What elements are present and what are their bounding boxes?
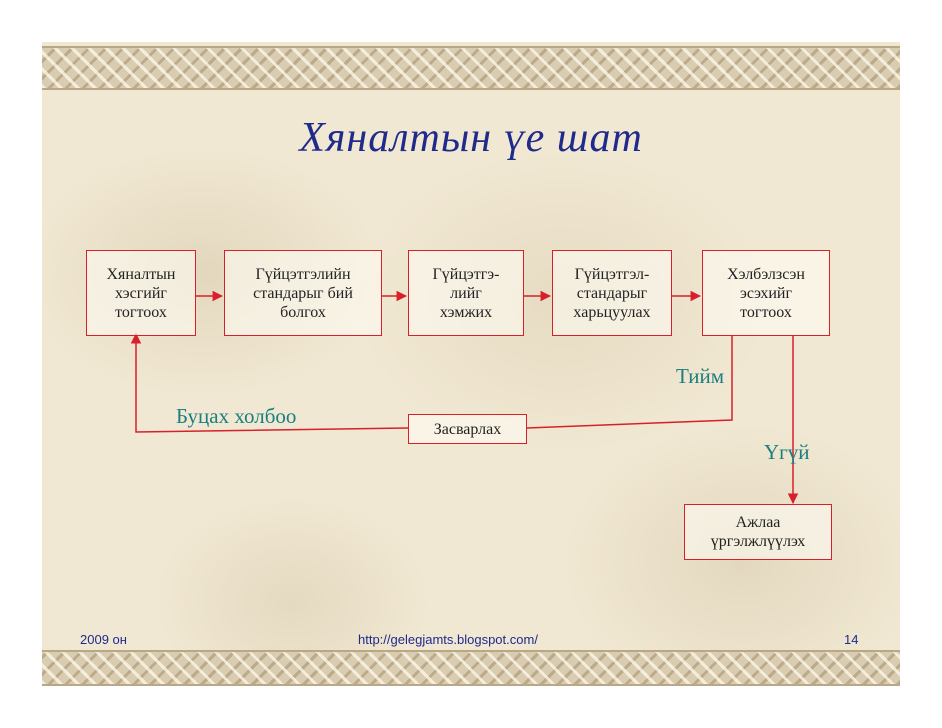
edge-feedback: [130, 332, 409, 433]
edge-n5-fix: [526, 336, 733, 429]
footer-date: 2009 он: [80, 632, 127, 647]
node-check-deviation: Хэлбэлзсэн эсэхийг тогтоох: [702, 250, 830, 336]
node-correct: Засварлах: [408, 414, 527, 444]
label-feedback: Буцах холбоо: [176, 404, 297, 428]
node-set-control-area: Хяналтын хэсгийг тогтоох: [86, 250, 196, 336]
node-compare-to-standard: Гүйцэтгэл- стандарыг харьцуулах: [552, 250, 672, 336]
slide: Хяналтын үе шат Хяналтын хэсгийг тогтоох…: [42, 42, 900, 686]
diagram-edges: [130, 290, 799, 505]
bottom-ornament-band: [42, 650, 900, 686]
node-continue-work: Ажлаа үргэлжлүүлэх: [684, 504, 832, 560]
label-no: Үгүй: [764, 440, 810, 464]
footer-url[interactable]: http://gelegjamts.blogspot.com/: [358, 632, 538, 647]
footer-page-number: 14: [844, 632, 859, 647]
node-measure-performance: Гүйцэтгэ- лийг хэмжих: [408, 250, 524, 336]
node-set-standards: Гүйцэтгэлийн стандарыг бий болгох: [224, 250, 382, 336]
label-yes: Тийм: [676, 364, 725, 388]
top-ornament-band: [42, 46, 900, 90]
slide-title: Хяналтын үе шат: [299, 115, 643, 161]
